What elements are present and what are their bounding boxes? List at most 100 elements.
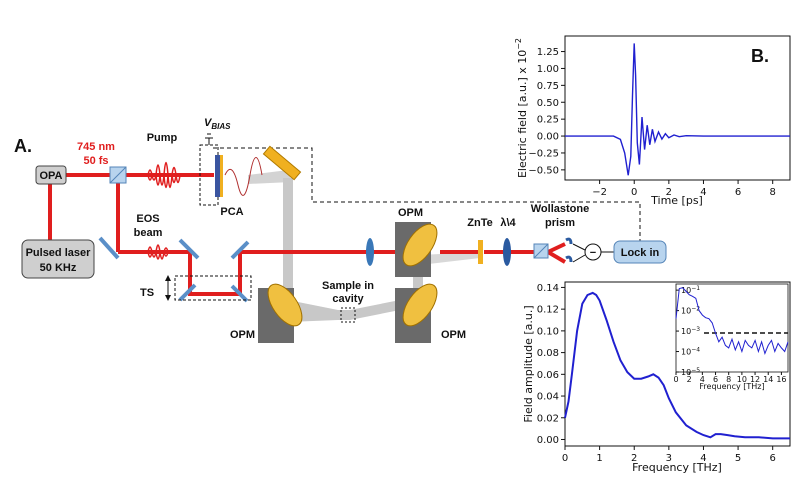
laser-beam-path — [48, 173, 567, 296]
chart-1-ytick-label: 0.14 — [537, 283, 559, 294]
znte-crystal — [478, 240, 483, 264]
chart-1-ytick-label: 0.04 — [537, 392, 559, 403]
chart-0-xtick-label: 8 — [770, 187, 776, 198]
chart-b: −2 0 2 4 6 8 −0.50 −0.25 0.00 0.25 0.50 0.75 1.00 1.2… — [514, 35, 791, 207]
opa-label: OPA — [39, 170, 62, 182]
chart-0-ytick-label: 1.00 — [537, 64, 559, 75]
panel-b-label: B. — [751, 46, 769, 66]
inset-xtick-label: 4 — [700, 375, 705, 384]
ts-label: TS — [140, 287, 154, 299]
eos-label-line2: beam — [134, 227, 163, 239]
chart-1-ytick-label: 0.06 — [537, 370, 559, 381]
lockin-box — [613, 240, 667, 264]
chart-c-xlabel: Frequency [THz] — [632, 461, 722, 474]
thz-mirror — [262, 145, 302, 181]
eos-mirror-1 — [98, 236, 120, 260]
inset-xtick-label: 8 — [726, 375, 731, 384]
inset-ytick-label: 10−5 — [681, 367, 700, 377]
panel-a-label: A. — [14, 136, 32, 156]
inset-xtick-label: 16 — [776, 375, 786, 384]
duration-label: 50 fs — [83, 155, 108, 167]
inset-series-line — [675, 287, 789, 356]
inset-ytick-label: 10−4 — [681, 347, 700, 357]
chart-c-series-line — [564, 291, 790, 440]
chart-1-ytick-label: 0.12 — [537, 305, 559, 316]
pca-label: PCA — [220, 206, 243, 218]
znte-label: ZnTe — [467, 217, 492, 229]
chart-0-xtick-label: 2 — [666, 187, 672, 198]
inset-ytick-label: 10−2 — [681, 306, 700, 316]
chart-1-xtick-label: 2 — [631, 453, 637, 464]
chart-0-ytick-label: 1.25 — [537, 47, 559, 58]
wavelength-label: 745 nm — [77, 141, 115, 153]
chart-0-ytick-label: 0.25 — [537, 115, 559, 126]
chart-0-ytick-label: −0.50 — [528, 165, 559, 176]
eos-pulse — [147, 244, 169, 260]
chart-0-xtick-label: 4 — [700, 187, 706, 198]
opm-bottom-right — [395, 283, 438, 343]
chart-0-ytick-label: 0.50 — [537, 98, 559, 109]
chart-b-ylabel: Electric field [a.u.] x 10−2 — [514, 38, 529, 178]
thz-beam-path — [248, 170, 480, 322]
inset-xtick-label: 14 — [763, 375, 773, 384]
thz-pulse — [224, 157, 263, 196]
pump-label: Pump — [147, 132, 178, 144]
chart-b-frame — [564, 35, 791, 181]
chart-0-ytick-label: −0.25 — [528, 148, 559, 159]
inset-xtick-label: 12 — [750, 375, 760, 384]
chart-1-ytick-label: 0.00 — [537, 435, 559, 446]
opm-br-label: OPM — [441, 329, 466, 341]
translation-stage — [174, 275, 252, 301]
wollastone-label-line2: prism — [545, 217, 575, 229]
chart-b-series-line — [565, 43, 790, 176]
chart-0-xtick-label: 6 — [735, 187, 741, 198]
setup-diagram: A. Pulsed laser 50 KHz OPA — [14, 117, 667, 343]
inset-ytick-label: 10−3 — [681, 326, 700, 336]
lockin-label: Lock in — [621, 247, 660, 259]
lens-1 — [366, 238, 374, 266]
chart-1-ytick-label: 0.10 — [537, 326, 559, 337]
opm-bottom-left — [258, 283, 303, 343]
pca-emitter — [215, 155, 220, 197]
sync-line — [213, 147, 641, 243]
laser-label-line1: Pulsed laser — [26, 247, 92, 259]
opm-bl-label: OPM — [230, 329, 255, 341]
chart-1-xtick-label: 0 — [562, 453, 568, 464]
chart-0-ytick-label: 0.00 — [537, 132, 559, 143]
eos-label-line1: EOS — [136, 213, 159, 225]
opm-top-label: OPM — [398, 207, 423, 219]
sample-label-line1: Sample in — [322, 280, 374, 292]
inset-xtick-label: 10 — [737, 375, 747, 384]
subtractor-sign: − — [590, 247, 596, 259]
photodiodes — [565, 237, 573, 263]
chart-1-ytick-label: 0.08 — [537, 348, 559, 359]
lambda-plate — [503, 238, 511, 266]
chart-1-xtick-label: 3 — [666, 453, 672, 464]
sample-label-line2: cavity — [332, 293, 364, 305]
chart-1-xtick-label: 5 — [735, 453, 741, 464]
chart-1-xtick-label: 1 — [596, 453, 602, 464]
chart-c-frame — [564, 281, 791, 447]
sample-box — [340, 307, 356, 323]
laser-label-line2: 50 KHz — [40, 262, 77, 274]
opa-box — [35, 165, 67, 185]
opm-top — [395, 222, 438, 277]
lambda-label: λ\4 — [500, 217, 516, 229]
chart-0-ytick-label: 0.75 — [537, 81, 559, 92]
vbias-label: VBIAS — [204, 117, 231, 131]
inset-xlabel: Frequency [THz] — [699, 382, 764, 391]
chart-0-xtick-label: 0 — [631, 187, 637, 198]
pulsed-laser-box — [21, 239, 95, 279]
chart-c-ylabel: Field amplitude [a.u.] — [522, 305, 535, 422]
inset-xtick-label: 0 — [673, 375, 678, 384]
chart-1-xtick-label: 6 — [770, 453, 776, 464]
chart-1-ytick-label: 0.02 — [537, 413, 559, 424]
inset-xtick-label: 2 — [687, 375, 692, 384]
chart-0-xtick-label: −2 — [592, 187, 607, 198]
chart-b-xlabel: Time [ps] — [650, 194, 703, 207]
chart-1-xtick-label: 4 — [700, 453, 706, 464]
wollastone-label-line1: Wollastone — [531, 203, 589, 215]
inset-frame — [675, 283, 789, 373]
